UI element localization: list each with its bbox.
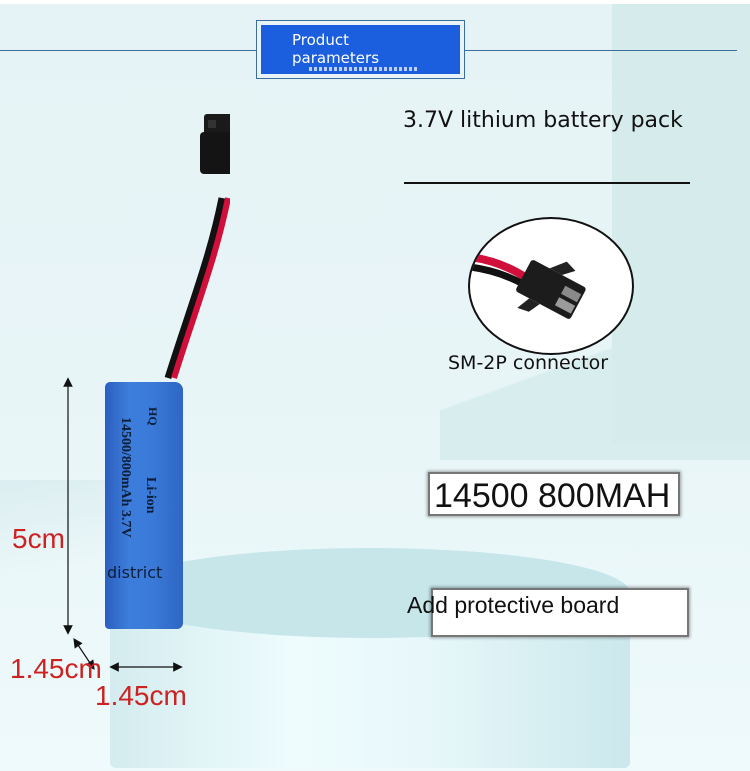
depth-dimension: 1.45cm (10, 653, 102, 684)
connector-closeup (468, 217, 634, 355)
capacity-spec: 14500 800MAH (428, 472, 680, 516)
header-badge-fill: Product parameters (261, 25, 460, 74)
connector-label: SM-2P connector (448, 352, 609, 374)
depth-arrow (73, 638, 95, 670)
protective-board-spec-box (431, 588, 689, 637)
width-dimension: 1.45cm (95, 680, 187, 711)
header-title: Product parameters (292, 31, 379, 67)
header-subtitle-blur (309, 67, 419, 71)
battery-type-print: Li-ion (143, 477, 158, 514)
header-rule-left (0, 50, 256, 51)
header-title-line1: Product (292, 31, 349, 49)
protective-board-spec: Add protective board (407, 592, 620, 618)
height-dimension: 5cm (12, 523, 65, 554)
dimension-arrows (63, 377, 183, 672)
header-title-line2: parameters (292, 49, 380, 67)
battery-cell: 14500/800mAh 3.7V HQ Li-ion (105, 382, 183, 629)
background-floor (0, 480, 120, 600)
sm2p-connector-icon (470, 253, 586, 319)
product-title: 3.7V lithium battery pack (403, 108, 683, 133)
battery-logo: HQ (146, 407, 160, 426)
title-divider (404, 182, 690, 184)
header-badge: Product parameters (256, 20, 465, 79)
battery-model-print: 14500/800mAh 3.7V (118, 417, 133, 538)
battery-lead-wires (164, 114, 230, 380)
header-rule-right (463, 50, 737, 51)
battery-district-label: district (107, 563, 163, 582)
